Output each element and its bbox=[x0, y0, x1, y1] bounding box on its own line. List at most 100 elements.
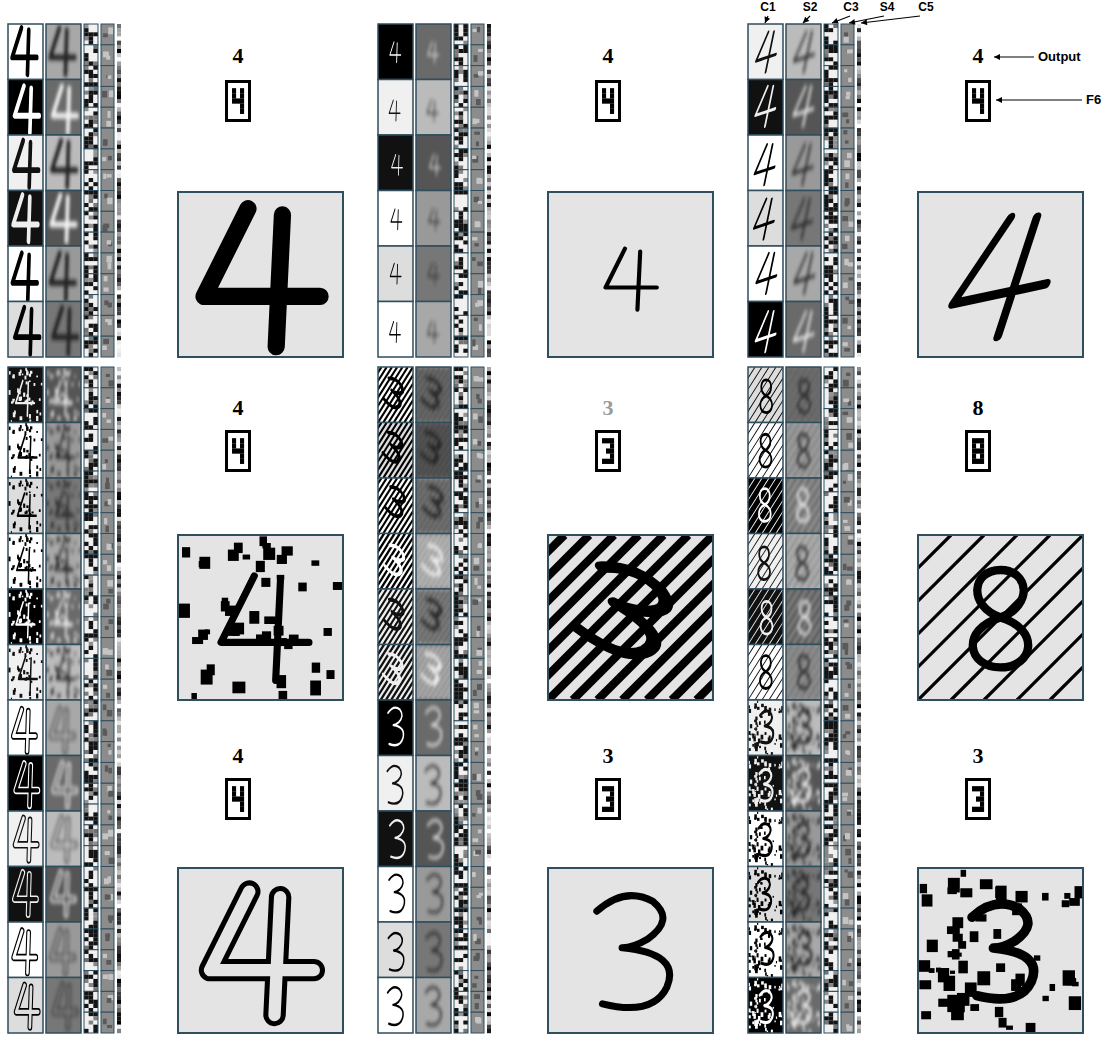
map-border bbox=[8, 135, 43, 191]
noise-dot bbox=[58, 416, 61, 420]
c5-unit bbox=[857, 161, 861, 165]
image-border bbox=[548, 192, 713, 357]
map-pixel bbox=[89, 274, 94, 278]
noise-dot bbox=[20, 638, 23, 642]
digit-stroke bbox=[15, 308, 40, 354]
noise-dot bbox=[29, 651, 31, 654]
noise-dot bbox=[77, 634, 79, 637]
digit-stroke bbox=[791, 308, 818, 356]
c5-unit bbox=[487, 257, 491, 261]
map-pixel bbox=[459, 332, 464, 336]
map-pixel bbox=[459, 203, 464, 207]
noise-dot bbox=[60, 374, 62, 376]
map-pixel bbox=[824, 265, 829, 269]
map-pixel bbox=[108, 263, 112, 270]
map-border bbox=[824, 45, 838, 66]
map-pixel bbox=[833, 32, 838, 36]
map-pixel bbox=[829, 249, 834, 253]
noise-dot bbox=[77, 620, 79, 623]
map-pixel bbox=[459, 353, 464, 357]
noise-dot bbox=[14, 577, 16, 581]
map-pixel bbox=[824, 311, 829, 315]
map-border bbox=[748, 302, 783, 358]
noise-dot bbox=[18, 502, 21, 505]
map-content bbox=[751, 195, 778, 243]
noise-dot bbox=[34, 383, 36, 386]
map-pixel bbox=[463, 307, 468, 311]
map-pixel bbox=[89, 211, 94, 215]
map-pixel bbox=[824, 99, 829, 103]
map-pixel bbox=[454, 70, 459, 74]
noise-dot bbox=[26, 603, 28, 606]
s4-map bbox=[101, 253, 114, 274]
map-pixel bbox=[454, 141, 459, 145]
c5-unit bbox=[857, 353, 861, 357]
digit-stroke bbox=[392, 155, 403, 176]
map-pixel bbox=[454, 66, 459, 70]
map-pixel bbox=[824, 149, 829, 153]
f6-unit bbox=[610, 109, 614, 114]
map-pixel bbox=[833, 207, 838, 211]
noise-dot bbox=[52, 522, 54, 526]
map-pixel bbox=[89, 124, 94, 128]
map-pixel bbox=[824, 124, 829, 128]
map-pixel bbox=[478, 201, 482, 204]
map-pixel bbox=[829, 195, 834, 199]
f6-unit bbox=[976, 98, 980, 103]
map-pixel bbox=[93, 195, 98, 199]
map-border bbox=[454, 336, 468, 357]
map-pixel bbox=[107, 174, 112, 177]
map-pixel bbox=[84, 315, 89, 319]
map-pixel bbox=[843, 342, 848, 346]
map-pixel bbox=[459, 274, 464, 278]
map-content bbox=[429, 209, 440, 230]
map-ground bbox=[786, 302, 821, 358]
map-pixel bbox=[459, 32, 464, 36]
s2-map bbox=[416, 135, 451, 191]
map-pixel bbox=[463, 91, 468, 95]
s4-map bbox=[101, 107, 114, 128]
noise-dot bbox=[70, 400, 72, 402]
noise-dot bbox=[74, 465, 76, 468]
noise-dot bbox=[67, 596, 69, 599]
noise-dot bbox=[49, 512, 51, 514]
digit-stroke bbox=[391, 209, 402, 230]
map-pixel bbox=[454, 191, 459, 195]
c5-unit bbox=[857, 82, 861, 86]
c3-map bbox=[84, 211, 98, 232]
map-pixel bbox=[845, 198, 850, 204]
noise-dot bbox=[64, 482, 67, 486]
digit-stroke bbox=[53, 86, 78, 132]
noise-dot bbox=[13, 596, 15, 600]
map-ground bbox=[8, 478, 43, 534]
map-pixel bbox=[845, 182, 848, 188]
map-pixel bbox=[108, 75, 112, 79]
c5-unit bbox=[857, 307, 861, 311]
map-border bbox=[471, 45, 484, 66]
map-pixel bbox=[847, 326, 851, 329]
noise-dot bbox=[67, 485, 69, 488]
map-pixel bbox=[84, 182, 89, 186]
map-content bbox=[390, 322, 401, 343]
map-pixel bbox=[89, 236, 94, 240]
map-pixel bbox=[472, 156, 476, 159]
map-pixel bbox=[473, 119, 477, 125]
map-pixel bbox=[829, 70, 834, 74]
map-pixel bbox=[829, 328, 834, 332]
map-content bbox=[428, 322, 439, 343]
noise-dot bbox=[39, 468, 41, 471]
c3-map bbox=[824, 211, 838, 232]
map-pixel bbox=[824, 120, 829, 124]
map-pixel bbox=[84, 45, 89, 49]
map-pixel bbox=[459, 245, 464, 249]
map-pixel bbox=[84, 116, 89, 120]
noise-dot bbox=[64, 370, 66, 372]
map-pixel bbox=[459, 57, 464, 61]
map-pixel bbox=[833, 315, 838, 319]
noise-dot bbox=[49, 401, 51, 403]
c5-unit bbox=[117, 32, 121, 36]
noise-dot bbox=[47, 482, 49, 485]
map-pixel bbox=[103, 339, 109, 344]
map-pixel bbox=[833, 224, 838, 228]
